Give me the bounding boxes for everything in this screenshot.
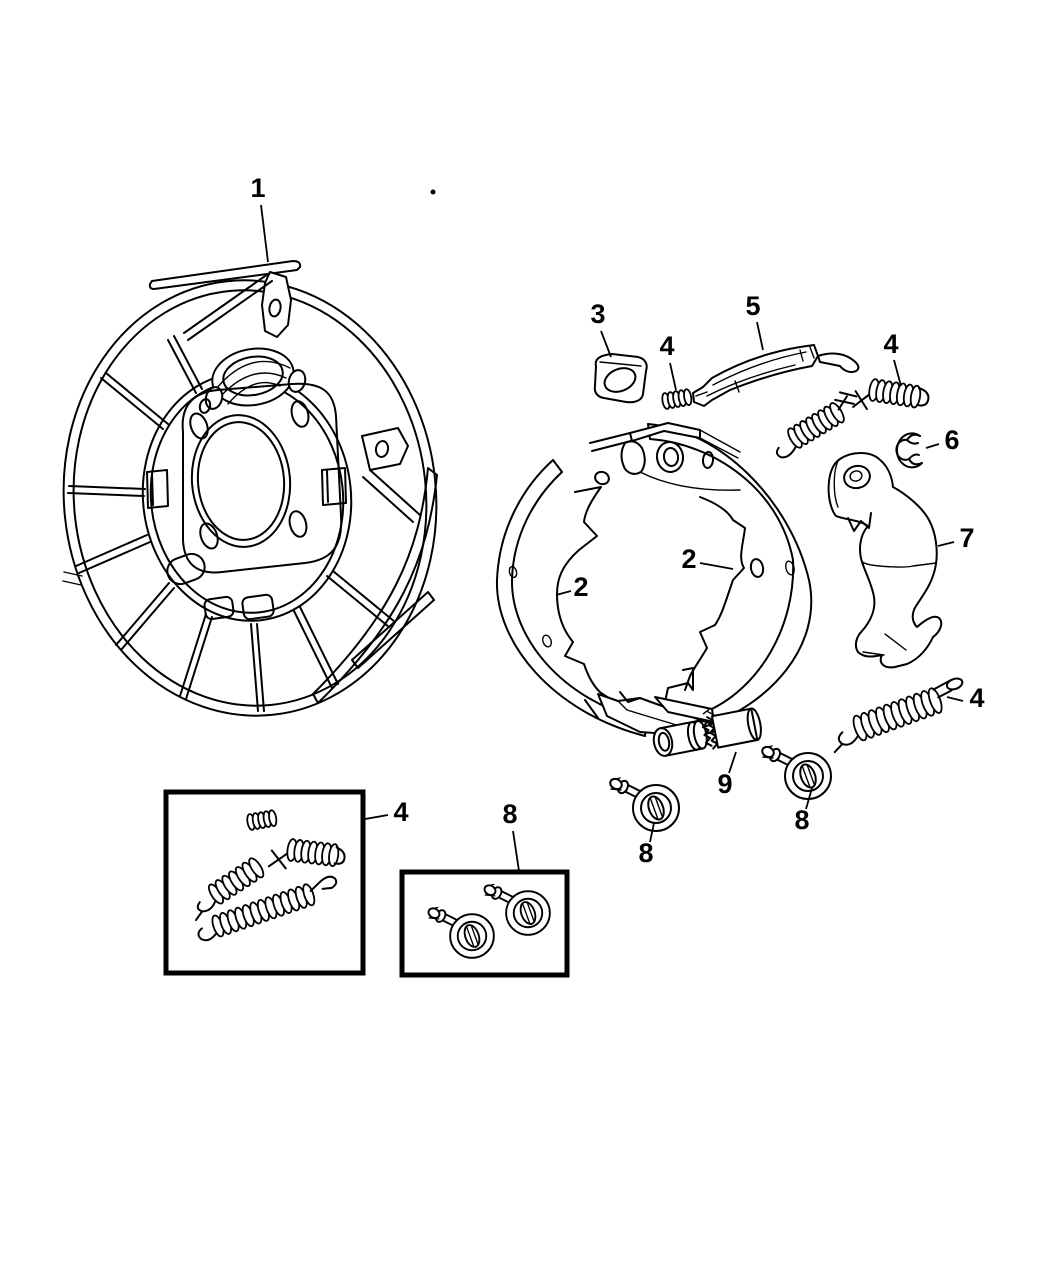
print-dot xyxy=(430,189,436,195)
callout-4-upper-right-spring-leader xyxy=(893,359,902,387)
bolt-fastener-right xyxy=(759,743,832,800)
callout-5-strut-leader xyxy=(756,321,764,351)
plate-mounting-tab xyxy=(261,271,292,338)
callout-5-strut[interactable]: 5 xyxy=(745,291,760,321)
strut-end-hook xyxy=(817,352,860,374)
callout-4-upper-right-spring[interactable]: 4 xyxy=(883,329,898,359)
callout-8-bolt-kit[interactable]: 8 xyxy=(502,799,517,829)
plate-boss-detail xyxy=(198,347,307,414)
upper-right-spring-drawing xyxy=(852,377,930,411)
spring-kit-box xyxy=(163,789,366,976)
callout-8-bolt-right-leader xyxy=(805,787,813,810)
callout-2-shoe-right-leader xyxy=(699,562,734,570)
callout-9-adjuster-leader xyxy=(728,751,737,774)
plate-top-edge xyxy=(148,260,302,290)
callout-4-long-spring-leader xyxy=(946,696,964,702)
callout-3-guide-plate-leader xyxy=(600,330,612,358)
callout-4-spring-kit-leader xyxy=(364,814,389,820)
callout-4-small-spring[interactable]: 4 xyxy=(659,331,674,361)
callout-6-clip-leader xyxy=(925,443,940,449)
callout-4-small-spring-leader xyxy=(669,362,677,391)
brake-shoe-right xyxy=(647,423,813,729)
callout-2-shoe-left[interactable]: 2 xyxy=(573,572,588,602)
brake-shoe-left xyxy=(495,432,731,737)
plate-spokes xyxy=(67,335,396,712)
bolt-kit-box xyxy=(399,869,570,978)
backing-plate-drawing xyxy=(62,260,438,717)
callouts-layer: 1 3 4 5 4 6 7 2 2 4 9 8 8 4 8 xyxy=(250,173,985,872)
small-spring-drawing xyxy=(660,387,694,411)
callout-7-lever[interactable]: 7 xyxy=(959,523,974,553)
kit-bolt-left xyxy=(425,905,495,959)
shoe-anchor-detail xyxy=(620,422,741,491)
callout-9-adjuster[interactable]: 9 xyxy=(717,769,732,799)
callout-2-shoe-right[interactable]: 2 xyxy=(681,544,696,574)
plate-rim-segment xyxy=(312,427,438,704)
callout-2-shoe-left-leader xyxy=(555,590,572,596)
callout-1-backing-plate[interactable]: 1 xyxy=(250,173,265,203)
plate-hub xyxy=(146,382,347,574)
kit-small-spring xyxy=(245,808,279,832)
brake-shoes-drawing xyxy=(495,422,813,737)
plate-stamped-features xyxy=(62,552,275,621)
callout-7-lever-leader xyxy=(937,541,955,547)
adjuster-drawing xyxy=(652,707,762,757)
callout-3-guide-plate[interactable]: 3 xyxy=(590,299,605,329)
callout-8-bolt-kit-leader xyxy=(512,830,520,872)
kit-horizontal-spring xyxy=(267,837,346,870)
callout-1-backing-plate-leader xyxy=(260,204,269,263)
bolt-fastener-left xyxy=(607,775,680,832)
callout-8-bolt-left[interactable]: 8 xyxy=(638,838,653,868)
kit-long-spring xyxy=(197,875,338,942)
callout-4-long-spring[interactable]: 4 xyxy=(969,683,984,713)
diagonal-spring-drawing xyxy=(775,391,858,459)
guide-plate-drawing xyxy=(593,353,648,404)
callout-8-bolt-left-leader xyxy=(649,822,655,843)
strut-drawing xyxy=(692,344,860,407)
callout-8-bolt-right[interactable]: 8 xyxy=(794,805,809,835)
e-clip-drawing xyxy=(895,432,923,469)
lever-drawing xyxy=(827,452,943,669)
kit-diagonal-spring xyxy=(194,855,267,922)
callout-6-clip[interactable]: 6 xyxy=(944,425,959,455)
callout-4-spring-kit[interactable]: 4 xyxy=(393,797,408,827)
long-spring-drawing xyxy=(833,677,964,754)
